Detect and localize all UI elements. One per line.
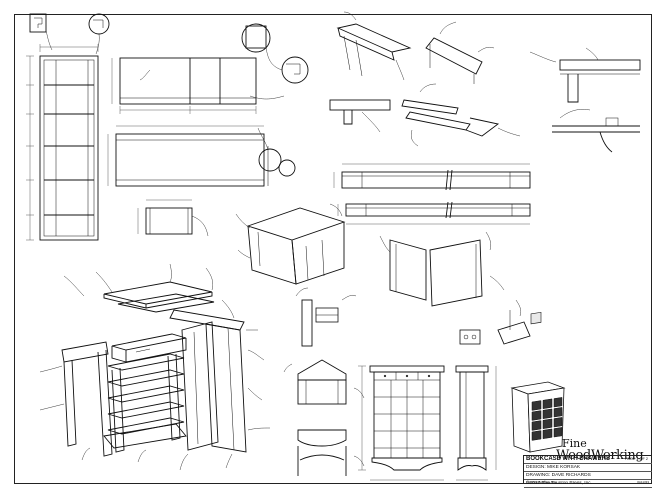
sheet-border: [14, 14, 652, 484]
case-side-elevation: [26, 13, 110, 241]
drawer-box-detail: [137, 199, 209, 237]
drawer-rail-plan-lower: [337, 201, 531, 225]
side-elevation: [455, 365, 497, 481]
bottom-panel-plan: [107, 125, 296, 187]
cornice-profile-sections: [283, 359, 365, 476]
drawer-rail-plan-upper: [333, 163, 531, 191]
latch-detail: [459, 299, 531, 345]
front-elevation: [358, 365, 445, 481]
drawing-credit: DRAWING: DAVE RICHARDS: [524, 472, 652, 480]
title-block: BOOKCASE WITH DRAWERS PAGE 1 OF 2 DESIGN…: [523, 455, 652, 488]
rail-section-details: [329, 83, 521, 147]
footer-code: #A11333: [637, 480, 649, 484]
page-number: PAGE 1 OF 2: [625, 457, 648, 461]
crown-molding-details: [336, 11, 495, 84]
finished-piece-isometric: [510, 311, 566, 453]
top-corner-detail: [529, 47, 641, 103]
logo-line-fine: Fine: [562, 437, 587, 450]
exploded-assembly-view: [39, 263, 271, 471]
footer-website: FineWoodworking.com: [526, 480, 557, 484]
title-block-footer: FineWoodworking.com #A11333: [524, 480, 652, 484]
door-frame-details: [379, 231, 505, 307]
back-panel-plan: [111, 23, 309, 114]
rabbet-corner-detail: [552, 109, 640, 153]
drawer-case-isometric: [235, 203, 346, 285]
drawing-title: BOOKCASE WITH DRAWERS: [526, 456, 610, 462]
hinge-detail: [295, 287, 357, 347]
title-row: BOOKCASE WITH DRAWERS PAGE 1 OF 2: [524, 456, 652, 464]
copyright: ©2017 The Taunton Press, Inc.: [524, 480, 652, 488]
design-credit: DESIGN: MIKE KORSAK: [524, 464, 652, 472]
